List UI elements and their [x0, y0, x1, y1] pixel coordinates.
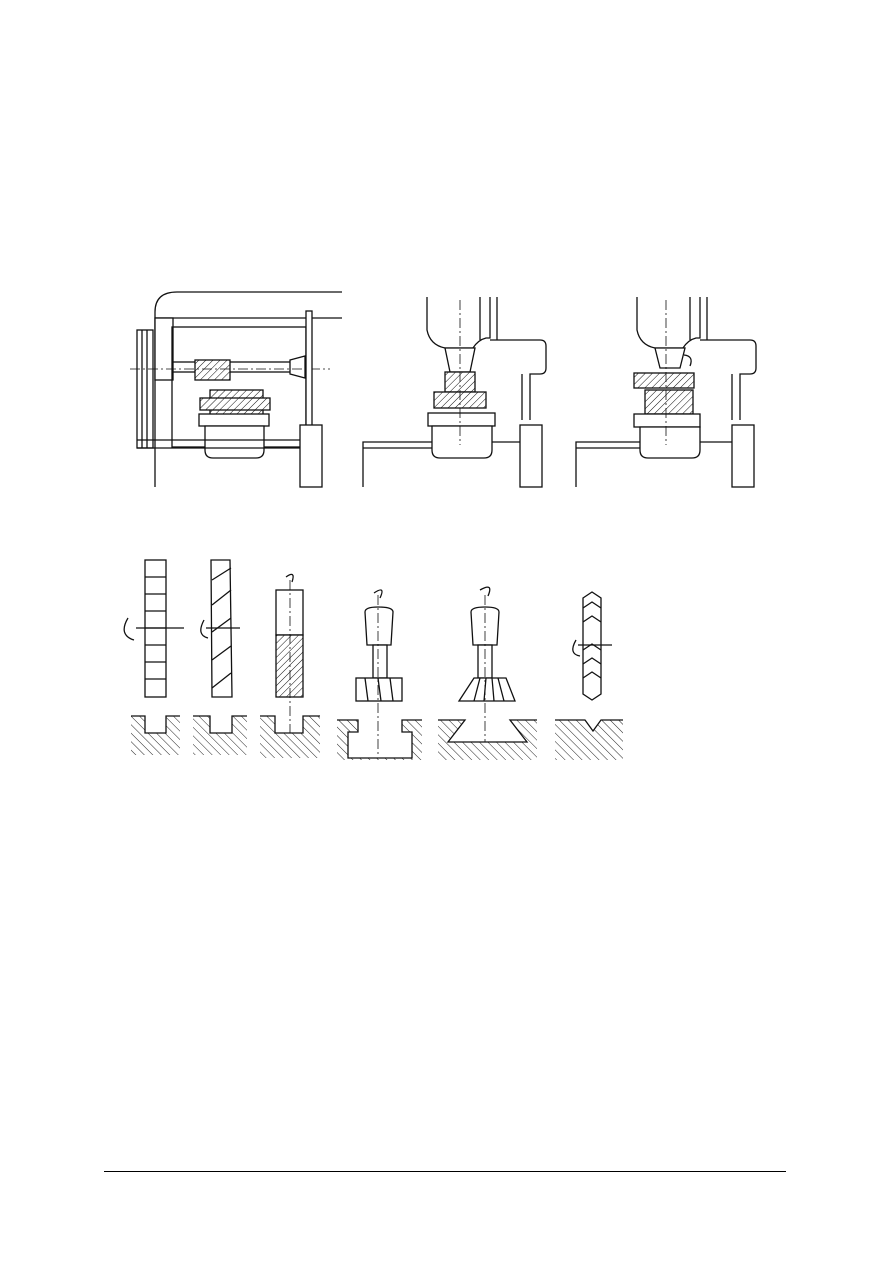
slotting-cutter-helical [200, 559, 240, 698]
workpiece-slot-1 [131, 715, 180, 755]
end-mill-slot [275, 573, 304, 740]
t-slot-cutter [355, 589, 403, 755]
vertical-milling-setup-gear-cutter [362, 297, 547, 488]
workpiece-v-groove [555, 719, 623, 760]
horizontal-milling-setup [130, 291, 342, 488]
rotation-arrow-icon [200, 619, 209, 639]
rotation-arrow-icon [479, 586, 491, 597]
angle-cutter [572, 591, 612, 701]
workpiece-slot-3 [260, 715, 320, 758]
vertical-milling-setup-wide-gear-cutter [575, 297, 757, 488]
dovetail-cutter [457, 586, 516, 755]
slotting-cutter-straight [123, 559, 184, 698]
workpiece-slot-2 [193, 715, 247, 755]
rotation-arrow-icon [123, 617, 135, 641]
rotation-arrow-icon [572, 639, 581, 657]
rotation-arrow-icon [373, 589, 383, 599]
footer-rule [104, 1171, 786, 1172]
rotation-arrow-icon [285, 573, 294, 583]
workpiece-t-slot [337, 719, 422, 760]
workpiece-dovetail [438, 719, 537, 760]
